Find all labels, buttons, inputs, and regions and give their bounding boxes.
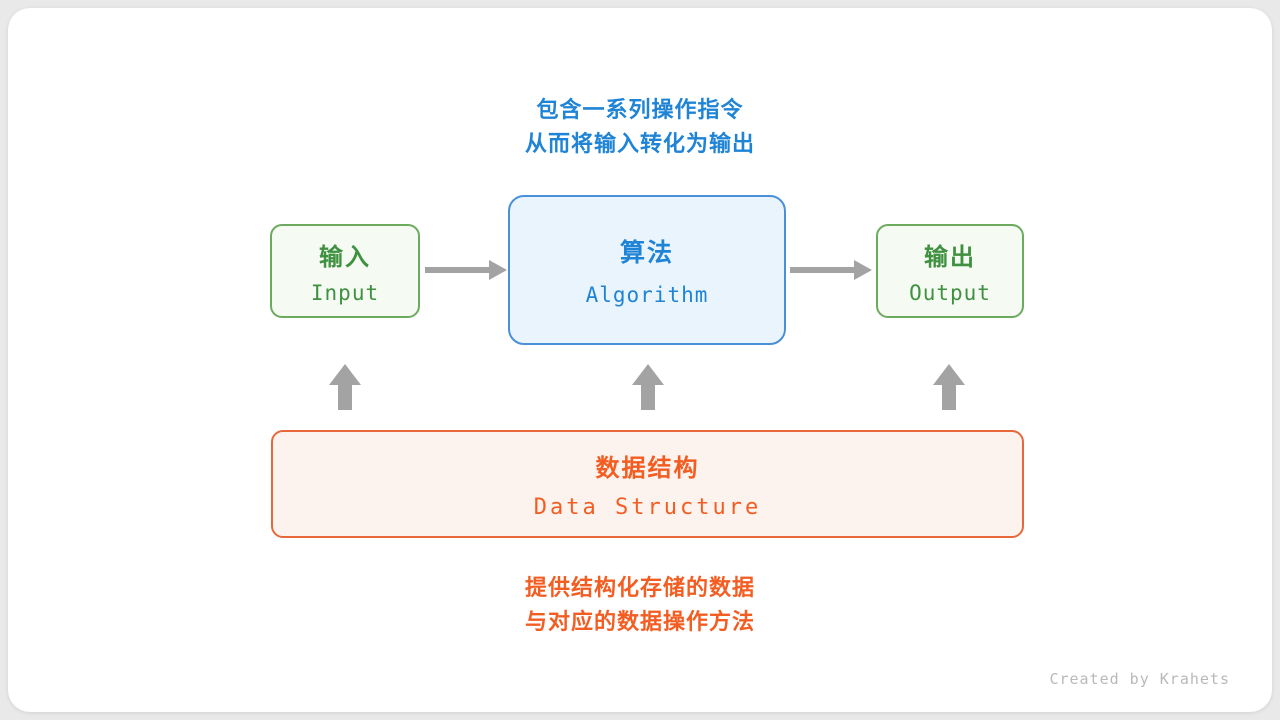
algorithm-caption-line2: 从而将输入转化为输出	[524, 132, 755, 157]
algorithm-box: 算法 Algorithm	[508, 195, 786, 345]
up-arrow-to-input-icon	[329, 364, 361, 410]
diagram-card: 包含一系列操作指令 从而将输入转化为输出	[8, 8, 1272, 712]
data-structure-caption: 提供结构化存储的数据 与对应的数据操作方法	[8, 572, 1272, 640]
data-structure-caption-line2: 与对应的数据操作方法	[524, 610, 755, 635]
up-arrow-to-output-icon	[933, 364, 965, 410]
data-structure-box: 数据结构 Data Structure	[271, 430, 1024, 538]
arrow-input-to-algorithm-icon	[425, 260, 507, 280]
data-structure-box-title: 数据结构	[595, 454, 700, 482]
input-box-subtitle: Input	[310, 281, 380, 305]
arrow-algorithm-to-output-icon	[790, 260, 872, 280]
output-box-title: 输出	[924, 243, 976, 271]
input-box: 输入 Input	[270, 224, 420, 318]
algorithm-box-subtitle: Algorithm	[585, 283, 709, 307]
input-box-title: 输入	[319, 243, 371, 271]
credit-text: Created by Krahets	[1049, 670, 1230, 688]
output-box-subtitle: Output	[909, 281, 991, 305]
data-structure-caption-line1: 提供结构化存储的数据	[524, 576, 755, 601]
data-structure-box-subtitle: Data Structure	[533, 495, 762, 520]
algorithm-box-title: 算法	[619, 238, 674, 267]
output-box: 输出 Output	[876, 224, 1024, 318]
algorithm-caption-line1: 包含一系列操作指令	[536, 98, 744, 123]
algorithm-caption: 包含一系列操作指令 从而将输入转化为输出	[8, 94, 1272, 162]
up-arrow-to-algorithm-icon	[632, 364, 664, 410]
